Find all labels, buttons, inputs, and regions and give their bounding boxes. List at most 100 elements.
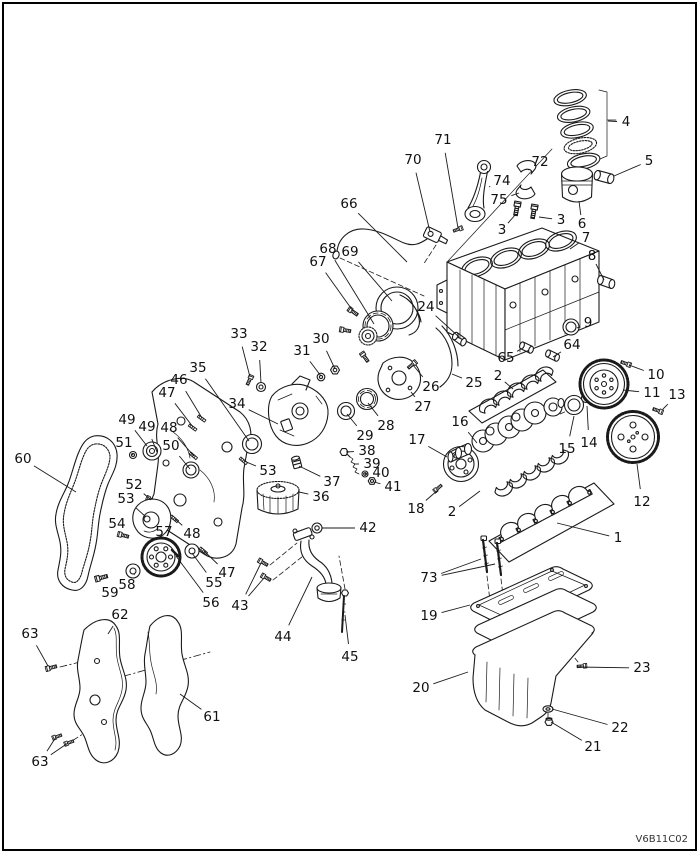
callout-75-81: 75 [490,192,507,208]
leader-line-55-60 [191,552,207,573]
callout-46-47: 46 [170,372,187,388]
callout-19-20: 19 [420,608,437,624]
callout-58-63: 58 [118,577,135,593]
callout-62-67: 62 [111,607,128,623]
callout-4-5: 4 [622,114,631,130]
leader-line-61-66 [179,693,202,710]
pump-hardware-drawing [244,365,341,393]
leader-line-20-21 [433,671,469,685]
leader-line-43-44 [245,562,262,595]
callout-39-40: 39 [363,456,380,472]
relief-valve-drawing [291,448,377,485]
callout-6-7: 6 [578,216,587,232]
callout-layer: 1223345678910111213141516171819202122232… [14,114,685,770]
leader-line-26-27 [412,364,424,378]
callout-40-41: 40 [372,465,389,481]
sensor-wire-drawing [332,225,464,260]
callout-55-60: 55 [205,575,222,591]
leader-line-56-61 [175,555,204,593]
callout-8-9: 8 [588,248,597,264]
callout-51-55: 51 [115,435,132,451]
block-plugs-drawing [519,341,560,362]
leader-line-13-14 [662,403,669,410]
callout-41-42: 41 [384,479,401,495]
flywheel-drawing [578,358,633,410]
leader-line-64-70 [552,351,562,358]
leader-line-14-15 [586,405,589,431]
callout-31-32: 31 [293,343,310,359]
leader-line-49-53 [151,438,158,453]
callout-7-8: 7 [582,230,591,246]
callout-60-65: 60 [14,451,31,467]
callout-73-79: 73 [420,570,437,586]
leader-line-25-26 [451,373,463,379]
callout-37-38: 37 [323,474,340,490]
callout-22-23: 22 [611,720,628,736]
callout-34-35: 34 [228,396,245,412]
leader-line-19-20 [441,604,471,614]
leader-line-15-16 [569,415,575,437]
figure-code: V6B11C02 [636,834,689,845]
leader-line-9-10 [576,326,580,329]
piston-rings-drawing [553,89,617,170]
main-caps-drawing [488,481,615,563]
upper-bearings-drawing [468,363,557,424]
callout-3-4: 3 [557,212,566,228]
pump-cover-plate-drawing [377,356,422,400]
leader-line-27-28 [410,391,416,398]
leader-line-73-79 [441,563,496,576]
leader-line-21-22 [550,721,583,741]
leader-line-41-42 [373,481,381,485]
leader-line-47-48 [174,403,194,428]
cap-studs-drawing [480,535,503,577]
leader-line-2-2 [458,490,481,507]
callout-30-31: 30 [312,331,329,347]
oil-filter-drawing [256,480,300,515]
rod-caps-drawing [515,159,537,200]
callout-56-61: 56 [202,595,219,611]
oil-gallery-plug-drawing [597,274,616,290]
leader-line-11-12 [622,389,640,393]
callout-14-15: 14 [580,435,597,451]
leader-line-62-67 [107,625,114,635]
callout-49-53: 49 [138,419,155,435]
leader-line-3-4 [538,216,553,220]
leader-line-74-80 [488,185,491,188]
callout-67-73: 67 [309,254,326,270]
leader-line-58-63 [133,574,135,576]
leader-line-23-24 [577,666,630,669]
leader-line-69-75 [358,261,393,302]
callout-2-1: 2 [494,368,503,384]
callout-3-3: 3 [498,222,507,238]
bracket-part4 [598,89,617,160]
leader-line-35-36 [205,378,250,442]
leader-line-73-79 [441,558,482,574]
leader-line-70-76 [415,172,431,233]
leader-line-65-71 [516,348,522,352]
callout-43-44: 43 [231,598,248,614]
leader-line-63-68 [36,645,49,667]
callout-11-12: 11 [643,385,660,401]
callout-64-70: 64 [563,337,580,353]
callout-47-48: 47 [158,385,175,401]
callout-63-68: 63 [21,626,38,642]
callout-16-17: 16 [451,414,468,430]
leader-line-51-55 [131,453,134,456]
oil-pan-drawing [472,610,595,727]
leader-line-68-74 [334,259,375,325]
oil-pickup-drawing [256,522,350,633]
front-covers-drawing [44,615,189,764]
leader-line-36-37 [298,491,309,495]
leader-line-6-7 [578,200,582,216]
leader-line-47-49 [203,550,218,565]
callout-65-71: 65 [497,350,514,366]
callout-28-29: 28 [377,418,394,434]
leader-line-48-51 [174,518,183,526]
connecting-rod-drawing [464,159,492,223]
leader-line-34-35 [248,409,279,425]
callout-33-34: 33 [230,326,247,342]
callout-71-77: 71 [434,132,451,148]
oil-pump-drawing [267,375,329,446]
flexplate-drawing [606,406,665,464]
callout-13-14: 13 [668,387,685,403]
